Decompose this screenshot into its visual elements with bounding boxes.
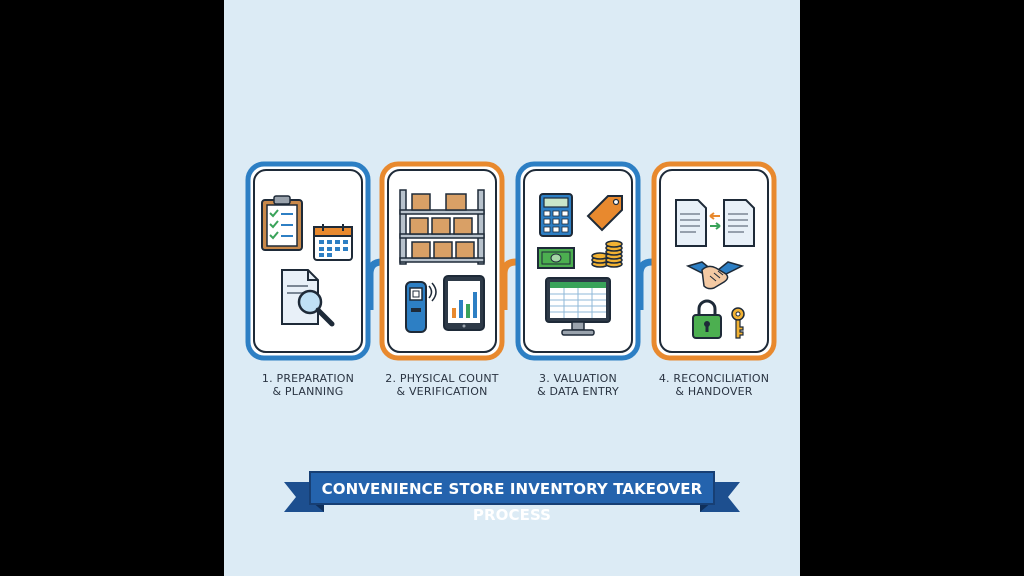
diagram-title: CONVENIENCE STORE INVENTORY TAKEOVER PRO… [321,480,703,524]
stage-3-label: 3. VALUATION & DATA ENTRY [503,372,653,398]
stage-4-reconciliation [650,160,778,362]
stage-4-label-line1: 4. RECONCILIATION [658,372,770,385]
padlock-icon [692,299,722,339]
stage-1-label: 1. PREPARATION & PLANNING [233,372,383,398]
price-tag-icon [586,195,623,232]
title-ribbon [284,471,740,512]
stage-3-valuation [514,160,642,362]
stage-2-label-line1: 2. PHYSICAL COUNT [385,372,499,385]
stage-1-label-line2: & PLANNING [272,385,344,398]
calendar-icon [313,224,353,261]
shelving-boxes-icon [399,189,485,265]
stage-4-label: 4. RECONCILIATION & HANDOVER [639,372,789,398]
calculator-icon [539,193,573,237]
spreadsheet-monitor-icon [545,277,611,336]
stage-4-label-line2: & HANDOVER [675,385,753,398]
stage-2-label-line2: & VERIFICATION [396,385,488,398]
cash-icon [537,247,575,269]
diagram-canvas: 1. PREPARATION & PLANNING 2. PHYSICAL CO… [224,0,800,576]
coins-icon [591,240,623,268]
stage-2-label: 2. PHYSICAL COUNT & VERIFICATION [367,372,517,398]
handshake-icon [686,261,744,290]
document-magnifier-icon [281,269,335,327]
document-compare-icon [675,199,755,247]
barcode-scanner-icon [405,281,437,333]
stage-1-label-line1: 1. PREPARATION [261,372,355,385]
clipboard-checklist-icon [261,195,303,251]
stage-1-preparation [244,160,372,362]
stage-3-label-line1: 3. VALUATION [539,372,617,385]
stage-2-physical-count [378,160,506,362]
tablet-chart-icon [443,275,485,331]
key-icon [731,307,745,339]
stage-3-label-line2: & DATA ENTRY [537,385,619,398]
